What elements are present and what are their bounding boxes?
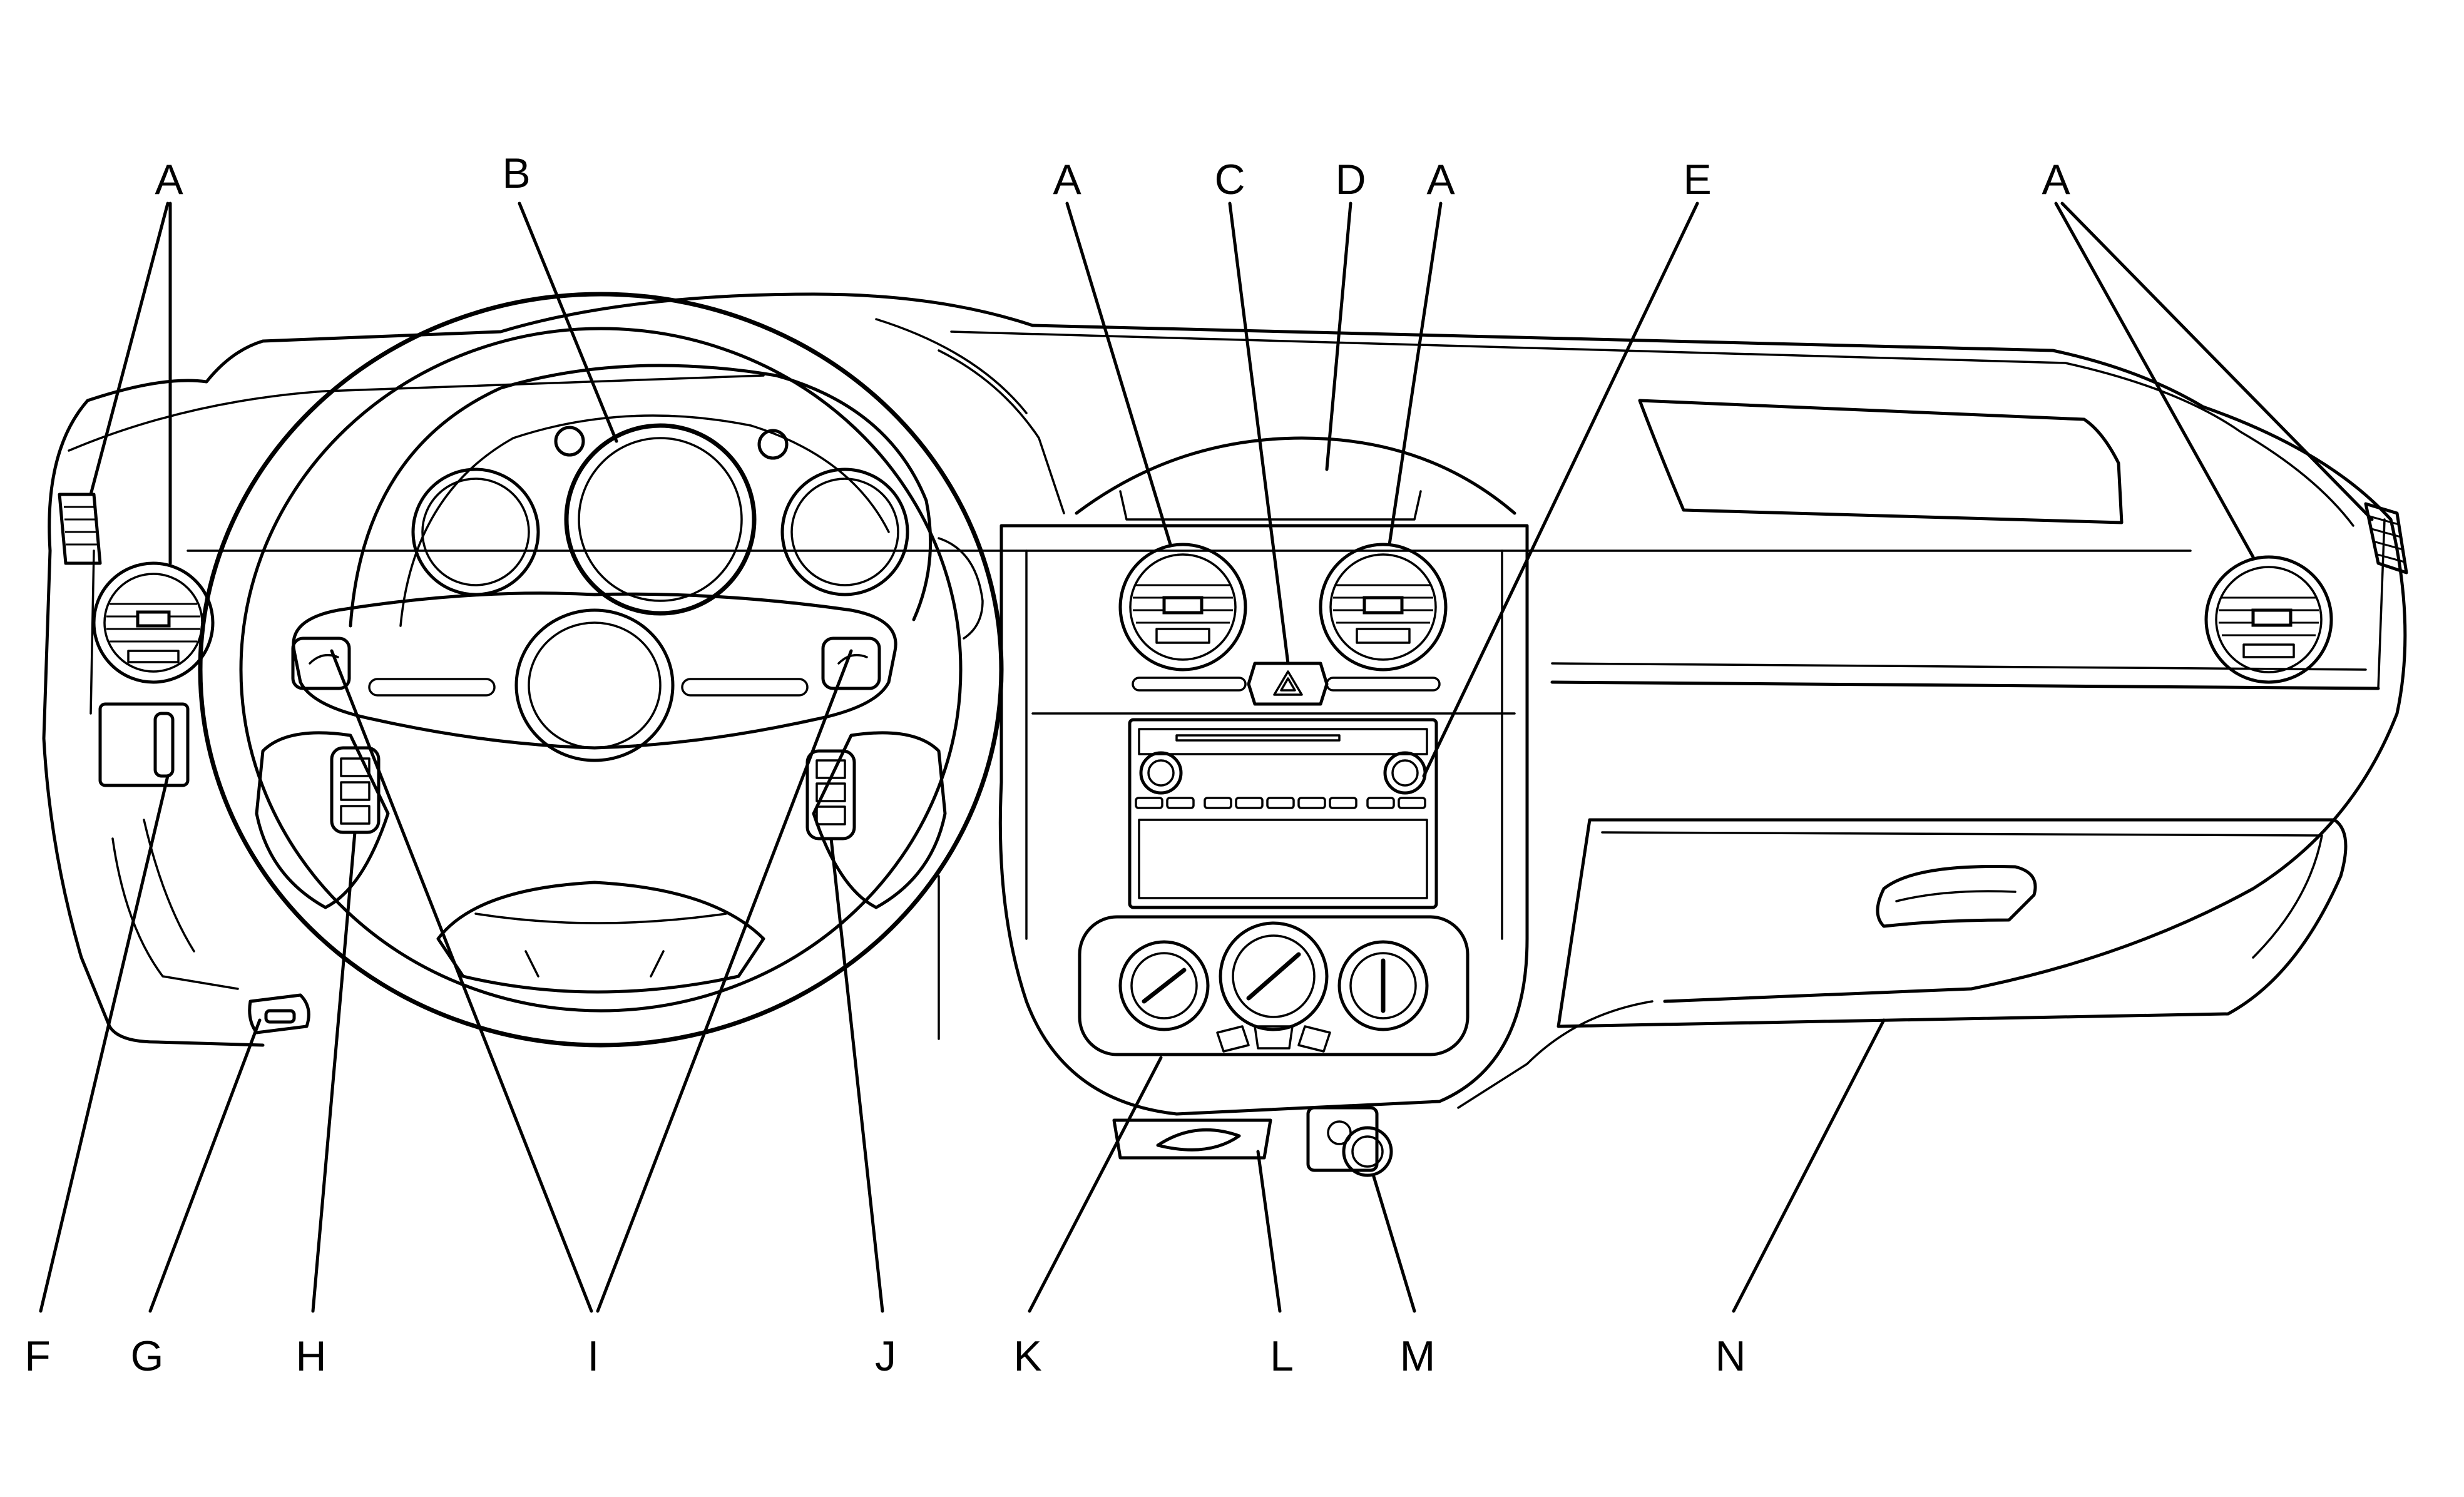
leader-j [829, 837, 884, 1313]
callout-labels: A B A C D A E A F G H I J K L M N [24, 150, 2070, 1380]
callout-k: K [1013, 1332, 1041, 1380]
leader-g [148, 1018, 262, 1313]
leader-a-center-right [1388, 202, 1443, 546]
glove-box [1557, 818, 2348, 1028]
hazard-warning-button [1247, 662, 1329, 706]
hood-release-handle [248, 993, 310, 1035]
leader-a-right-2 [2060, 202, 2374, 521]
instrument-cluster [349, 364, 984, 640]
passenger-airbag-panel [1638, 399, 2124, 524]
leader-l [1256, 1150, 1282, 1313]
callout-e: E [1683, 156, 1711, 203]
leader-n [1732, 1018, 1886, 1313]
callout-g: G [131, 1332, 164, 1380]
leader-a-right-1 [2054, 202, 2255, 559]
callout-a-right: A [2042, 156, 2070, 203]
callout-d: D [1335, 156, 1366, 203]
callout-h: H [295, 1332, 326, 1380]
callout-n: N [1715, 1332, 1746, 1380]
leader-i-right [596, 649, 853, 1313]
left-side-vent-slot [58, 493, 102, 565]
callout-f: F [24, 1332, 51, 1380]
callout-a-left: A [155, 156, 183, 203]
leader-b [518, 202, 618, 443]
steering-wheel [198, 292, 1004, 1048]
leader-a-left-1 [89, 202, 170, 496]
right-outboard-air-vent [2204, 555, 2333, 684]
right-side-vent-slot [2364, 502, 2408, 575]
dashboard-outline [42, 292, 2407, 1109]
callout-j: J [875, 1332, 896, 1380]
center-stack [998, 436, 1529, 1116]
lower-left-knee-panel [111, 819, 940, 1040]
leader-k [1028, 1056, 1163, 1313]
left-switch-panel [98, 702, 190, 787]
callout-i: I [588, 1332, 600, 1380]
leader-e [1422, 202, 1699, 778]
leader-f [39, 774, 170, 1313]
left-outboard-air-vent [92, 561, 215, 684]
leader-i-left [330, 649, 593, 1313]
callout-m: M [1400, 1332, 1436, 1380]
leader-m [1372, 1175, 1416, 1313]
callout-a-center-right: A [1426, 156, 1455, 203]
leader-a-center-left [1065, 202, 1172, 546]
leader-h [311, 830, 357, 1313]
callout-c: C [1214, 156, 1245, 203]
cigarette-lighter [1306, 1106, 1393, 1177]
center-right-air-vent [1319, 543, 1448, 672]
climate-control-panel [1078, 915, 1470, 1056]
callout-a-center-left: A [1053, 156, 1081, 203]
leader-c [1228, 202, 1290, 665]
callout-leader-lines [39, 202, 2374, 1313]
callout-l: L [1270, 1332, 1294, 1380]
audio-system [1128, 718, 1438, 909]
callout-b: B [502, 150, 530, 197]
leader-d [1325, 202, 1352, 471]
accessory-power-outlet [1112, 1118, 1272, 1160]
center-left-air-vent [1118, 543, 1247, 672]
